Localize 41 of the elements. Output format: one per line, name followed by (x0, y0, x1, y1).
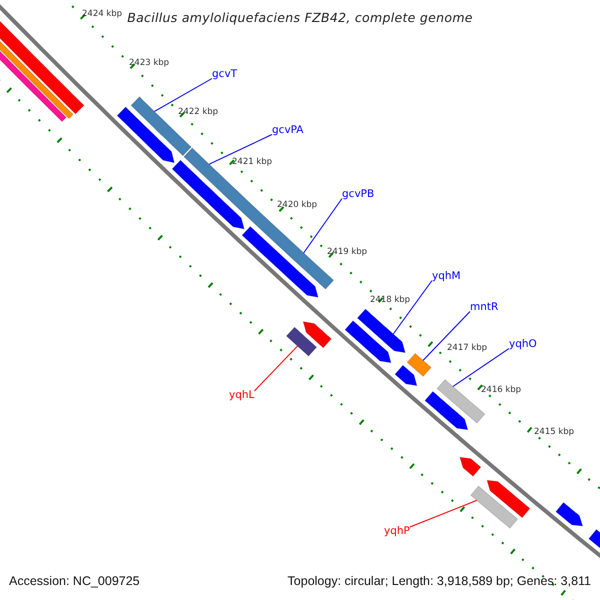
scale-label: 2417 kbp (447, 344, 488, 352)
leader-line (303, 198, 342, 254)
gene-feature (459, 456, 482, 477)
gene-feature (470, 486, 518, 529)
scale-label: 2424 kbp (82, 10, 122, 18)
gene-feature (286, 326, 318, 357)
gene-feature (356, 308, 406, 354)
scale-label: 2415 kbp (534, 428, 574, 436)
scale-label: 2421 kbp (232, 158, 272, 166)
leader-line (254, 346, 298, 392)
gene-feature (486, 480, 530, 518)
gene-feature (116, 106, 175, 164)
gene-label: gcvPA (272, 125, 304, 136)
gene-label: mntR (470, 302, 498, 312)
scale-label: 2423 kbp (129, 59, 170, 68)
gene-label: yqhP (384, 526, 410, 536)
leader-line (154, 78, 212, 112)
accession-text: Accession: NC_009725 (9, 575, 140, 588)
map-title: Bacillus amyloliquefaciens FZB42, complete genome (127, 10, 473, 25)
gene-feature (394, 364, 418, 386)
gene-feature (555, 502, 584, 526)
gene-feature (406, 352, 432, 377)
leader-line (409, 500, 478, 528)
gene-feature (344, 320, 392, 364)
leader-line (452, 348, 510, 387)
scale-label: 2419 kbp (327, 248, 368, 256)
gene-label: gcvPB (342, 189, 374, 200)
gene-label: yqhO (509, 339, 537, 350)
gene-feature (242, 226, 319, 298)
gene-label: yqhM (432, 271, 461, 282)
gene-label: gcvT (212, 69, 238, 80)
gene-feature (424, 390, 468, 430)
gene-feature (302, 321, 332, 348)
scale-label: 2422 kbp (178, 108, 218, 116)
scale-label: 2420 kbp (277, 201, 318, 210)
leader-line (422, 311, 470, 361)
leader-line (392, 280, 432, 334)
scale-label: 2416 kbp (481, 386, 522, 394)
genome-info-text: Topology: circular; Length: 3,918,589 bp; Genes: 3,811 (288, 575, 591, 588)
leader-line (208, 134, 272, 165)
gene-label: yqhL (229, 390, 254, 400)
